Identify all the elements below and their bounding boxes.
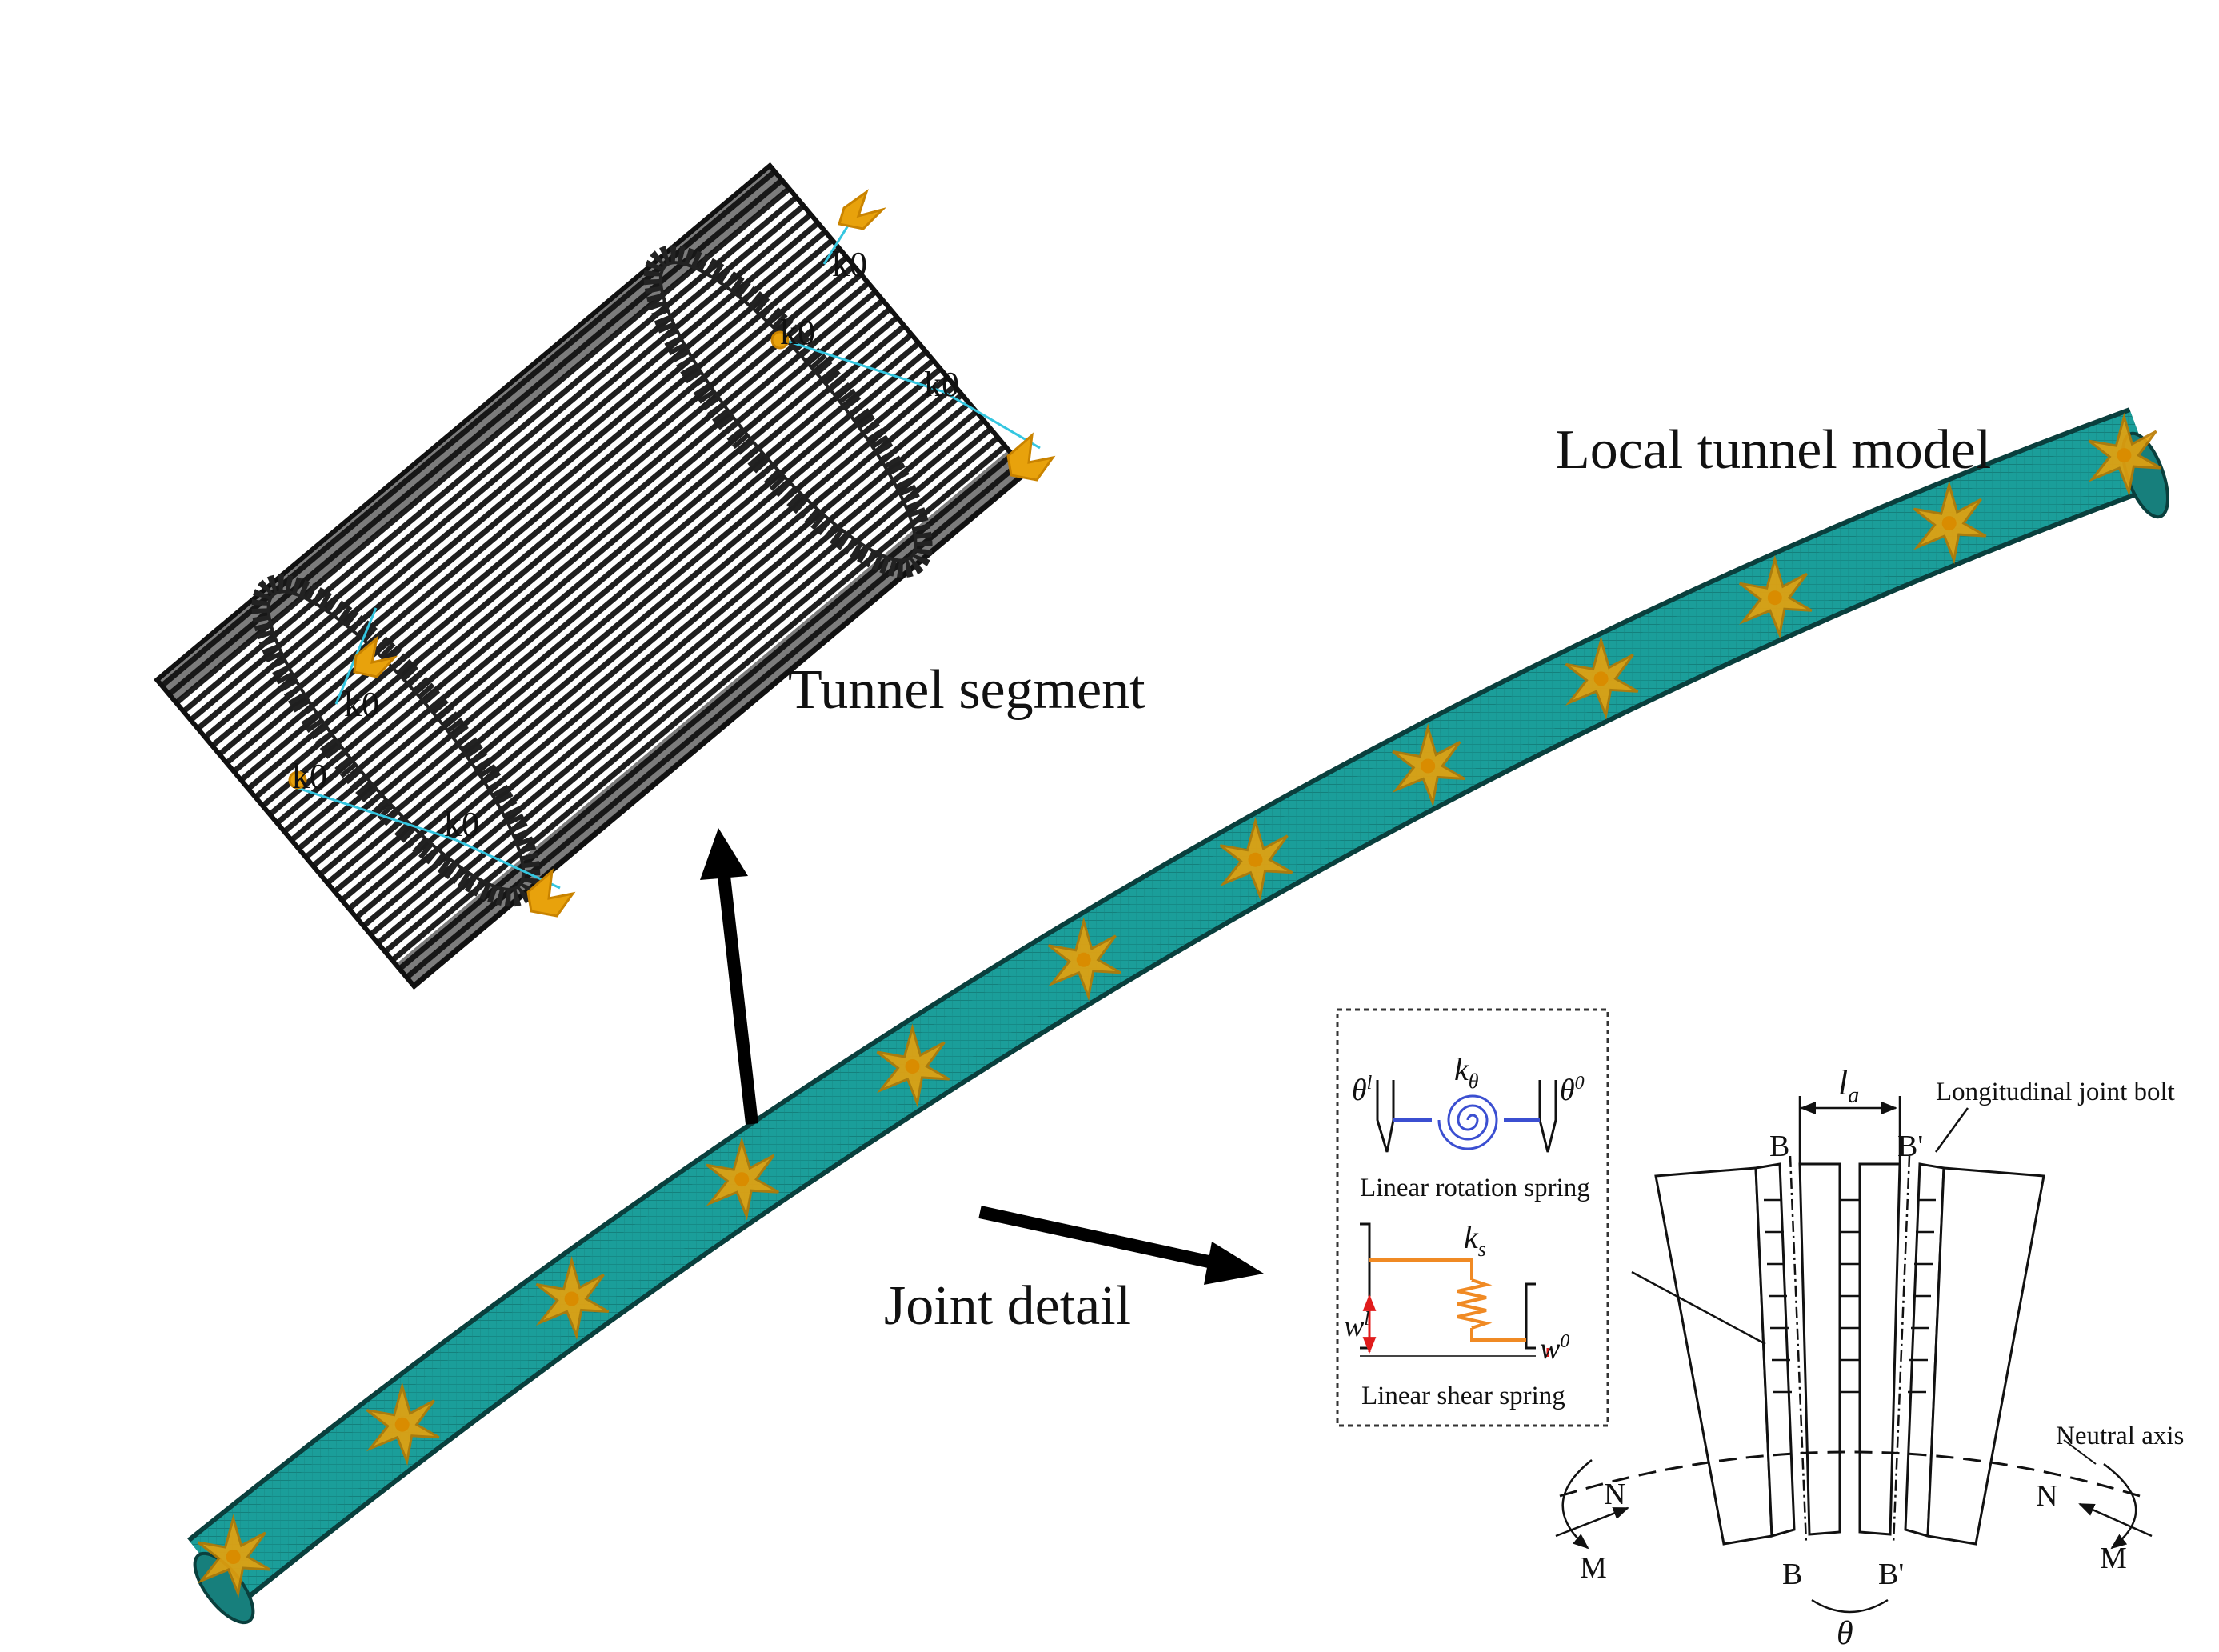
joint-bolts-right bbox=[1908, 1198, 1936, 1394]
bolt-label: Longitudinal joint bolt bbox=[1936, 1078, 2175, 1106]
tube-joint-spring bbox=[366, 1382, 440, 1466]
b-prime-top-label: B' bbox=[1897, 1130, 1923, 1163]
b-prime-bottom-label: B' bbox=[1878, 1558, 1904, 1591]
tunnel-segment-mesh: k0 k0 k0 k0 k0 k0 bbox=[154, 162, 1056, 990]
tube-joint-spring bbox=[876, 1023, 950, 1108]
lining-segment-right bbox=[1926, 1166, 2045, 1546]
lining-segment-left bbox=[1654, 1166, 1773, 1546]
b-top-label: B bbox=[1769, 1130, 1789, 1163]
node-label: k0 bbox=[832, 245, 867, 284]
shear-spring-caption: Linear shear spring bbox=[1361, 1382, 1565, 1410]
la-symbol: la bbox=[1838, 1063, 1859, 1108]
tube-joint-spring bbox=[2088, 412, 2162, 497]
n-left-label: N bbox=[1604, 1478, 1625, 1511]
joint-labels: la Longitudinal joint bolt Neutral axis … bbox=[1580, 1063, 2184, 1652]
segment-ring-near bbox=[251, 574, 541, 907]
coil-spring-icon bbox=[1457, 1278, 1493, 1330]
node-label: k0 bbox=[444, 805, 479, 844]
tube-joint-spring bbox=[197, 1514, 271, 1598]
lining-segment-center-left bbox=[1798, 1162, 1841, 1536]
n-right-label: N bbox=[2036, 1479, 2057, 1513]
tube-joint-spring bbox=[706, 1136, 779, 1221]
node-label: k0 bbox=[780, 313, 815, 352]
spring-inset: θl θ0 kθ Linear rotation spring ks wl w0… bbox=[1336, 1008, 1609, 1427]
tube-joint-spring bbox=[1219, 817, 1293, 902]
rotation-spring-caption: Linear rotation spring bbox=[1360, 1174, 1590, 1202]
arrow-to-segment bbox=[700, 828, 758, 1125]
w-l-symbol: wl bbox=[1344, 1309, 1369, 1343]
local-tunnel-tube bbox=[187, 407, 2169, 1625]
tube-joint-spring bbox=[1392, 723, 1465, 807]
segment-spring-glyphs bbox=[288, 189, 1056, 918]
tube-joint-spring bbox=[1565, 635, 1639, 720]
m-right-label: M bbox=[2100, 1542, 2127, 1575]
shear-spring: ks wl w0 Linear shear spring bbox=[1344, 1219, 1569, 1410]
k-theta-symbol: kθ bbox=[1454, 1051, 1479, 1093]
tube-joint-spring bbox=[535, 1256, 610, 1340]
node-label: k0 bbox=[344, 685, 379, 724]
b-bottom-label: B bbox=[1782, 1558, 1802, 1591]
theta-angle-label: θ bbox=[1837, 1615, 1853, 1652]
k-s-symbol: ks bbox=[1464, 1219, 1486, 1261]
tube-joint-springs bbox=[197, 412, 2162, 1598]
theta-l-symbol: θl bbox=[1352, 1073, 1373, 1107]
tube-joint-spring bbox=[1047, 917, 1121, 1002]
joint-bolts-center bbox=[1840, 1198, 1860, 1394]
segment-node-labels: k0 k0 k0 k0 k0 k0 bbox=[292, 245, 959, 844]
w-0-symbol: w0 bbox=[1540, 1331, 1569, 1366]
theta-0-symbol: θ0 bbox=[1560, 1073, 1585, 1107]
neutral-axis-label: Neutral axis bbox=[2056, 1422, 2184, 1450]
m-left-label: M bbox=[1580, 1551, 1607, 1585]
neutral-axis-line bbox=[1559, 1450, 2141, 1498]
spiral-spring-icon bbox=[1437, 1094, 1498, 1150]
tube-joint-spring bbox=[1913, 480, 1987, 565]
local-tunnel-model-label: Local tunnel model bbox=[1556, 419, 1991, 481]
rotation-spring: θl θ0 kθ Linear rotation spring bbox=[1352, 1051, 1590, 1202]
joint-bolts-left bbox=[1764, 1198, 1792, 1394]
tube-joint-spring bbox=[1738, 554, 1813, 639]
node-label: k0 bbox=[924, 365, 959, 404]
lining-segment-center-right bbox=[1858, 1162, 1901, 1536]
node-label: k0 bbox=[292, 757, 327, 796]
tunnel-segment-label: Tunnel segment bbox=[788, 659, 1145, 721]
arrow-to-joint-detail bbox=[978, 1206, 1264, 1285]
joint-detail-label: Joint detail bbox=[884, 1275, 1131, 1337]
segment-ring-far bbox=[643, 245, 933, 578]
joint-schematic bbox=[1555, 1096, 2153, 1614]
